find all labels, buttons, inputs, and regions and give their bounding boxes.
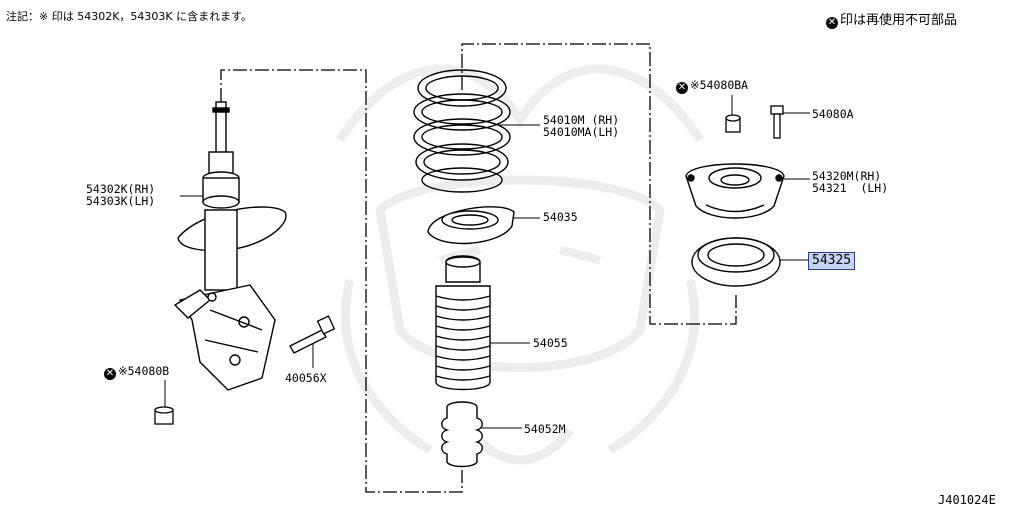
label-mount-bolt[interactable]: 54080A [812,107,854,121]
mount-rh: 54320M(RH) [812,169,882,183]
label-knuckle-bolt[interactable]: 40056X [285,371,327,385]
knuckle-nut-text: ※54080B [118,364,170,378]
assembly-lines [220,43,737,493]
non-reusable-icon: ✕ [676,82,688,94]
coil-spring [413,69,511,193]
watermark-emblem [336,64,704,465]
spring-rh: 54010M (RH) [543,113,620,127]
knuckle-bolt [289,315,336,354]
non-reusable-icon: ✕ [104,368,116,380]
mount-nut-text: ※54080BA [690,78,749,92]
bumper-boot [435,255,491,391]
spring-seat [427,206,515,245]
label-bound-bumper[interactable]: 54052M [524,422,566,436]
strut-rh: 54302K(RH) [86,182,156,196]
mount-bolt [770,105,784,139]
mount-lh: 54321 (LH) [812,181,889,195]
strut-lh: 54303K(LH) [86,194,156,208]
label-bearing[interactable]: 54325 [808,252,856,270]
knuckle-nut [154,406,174,425]
label-mount-nut[interactable]: ✕※54080BA [676,79,748,94]
label-seat[interactable]: 54035 [543,210,578,224]
label-knuckle-nut[interactable]: ✕※54080B [104,365,169,380]
legend-text: 印は再使用不可部品 [840,13,958,28]
header-note: 注記：※ 印は 54302K，54303K に含まれます。 [6,10,253,23]
header-legend: ✕印は再使用不可部品 [826,9,957,29]
strut-mount [685,163,785,219]
strut-assembly [173,101,287,391]
label-mount[interactable]: 54320M(RH) 54321 (LH) [812,170,888,194]
label-spring[interactable]: 54010M (RH) 54010MA(LH) [543,114,619,138]
label-bumper-boot[interactable]: 54055 [533,336,568,350]
non-reusable-icon: ✕ [826,17,838,29]
bound-bumper [441,401,483,468]
label-strut[interactable]: 54302K(RH) 54303K(LH) [86,183,155,207]
mount-nut [725,114,741,133]
mount-bearing [691,237,781,287]
spring-lh: 54010MA(LH) [543,125,620,139]
diagram-code: J401024E [938,493,996,507]
